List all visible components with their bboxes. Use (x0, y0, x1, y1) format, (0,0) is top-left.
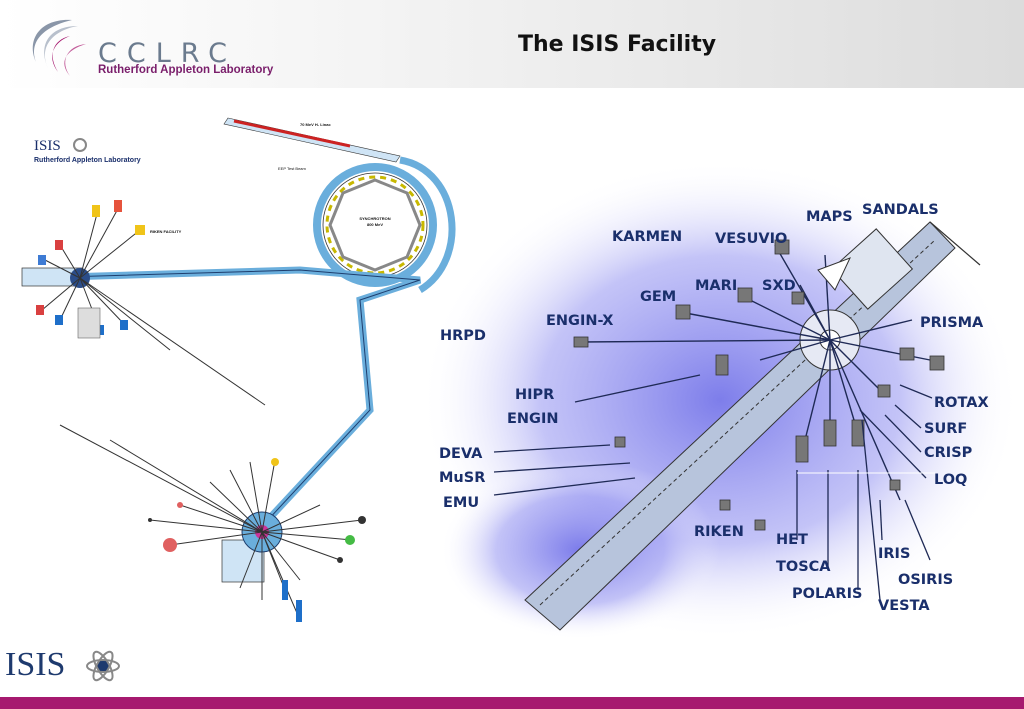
cclrc-logo-text: CCLRC (98, 38, 238, 69)
ts1-instrument-blocks (573, 239, 945, 531)
linac: 70 MeV H- Linac (223, 117, 401, 163)
ts1-instruments (36, 200, 145, 339)
label-sxd: SXD (762, 278, 796, 294)
label-gem: GEM (640, 289, 676, 305)
target-hall-block (830, 228, 914, 310)
synchrotron: SYNCHROTRON 800 MeV (313, 156, 456, 293)
label-tosca: TOSCA (776, 559, 831, 575)
label-deva: DEVA (439, 446, 483, 462)
label-surf: SURF (924, 421, 967, 437)
isis-atom-icon (86, 650, 120, 682)
label-engin: ENGIN (507, 411, 558, 427)
riken-facility-label: RIKEN FACILITY (150, 229, 182, 234)
label-engin-x: ENGIN-X (546, 313, 614, 329)
test-beam-label: EEP Test Beam (278, 166, 307, 171)
isis-footer-logo: ISIS (5, 646, 135, 686)
maps-fan (817, 257, 851, 291)
label-maps: MAPS (806, 209, 853, 225)
cclrc-swoosh-icon (32, 19, 86, 76)
sandals-boundary (929, 221, 981, 266)
label-osiris: OSIRIS (898, 572, 953, 588)
isis-mini-logo-icon (73, 138, 87, 152)
accent-bar (0, 697, 1024, 709)
linac-label: 70 MeV H- Linac (300, 122, 331, 127)
label-karmen: KARMEN (612, 229, 682, 245)
ts2-instruments (148, 458, 366, 622)
isis-footer-text: ISIS (5, 646, 66, 683)
label-rotax: ROTAX (934, 395, 989, 411)
label-hrpd: HRPD (440, 328, 486, 344)
proton-beam-outline (29, 269, 421, 551)
label-prisma: PRISMA (920, 315, 984, 331)
label-mari: MARI (695, 278, 737, 294)
label-musr: MuSR (439, 470, 485, 486)
site-map-brand-sub: Rutherford Appleton Laboratory (34, 157, 141, 164)
label-iris: IRIS (878, 546, 910, 562)
label-polaris: POLARIS (792, 586, 862, 602)
slide-header: CCLRC Rutherford Appleton Laboratory The… (0, 0, 1024, 88)
label-riken: RIKEN (694, 524, 744, 540)
label-emu: EMU (443, 495, 479, 511)
page-title: The ISIS Facility (518, 32, 717, 57)
synchrotron-label-1: SYNCHROTRON (359, 216, 390, 221)
label-hipr: HIPR (515, 387, 554, 403)
label-vesuvio: VESUVIO (715, 231, 787, 247)
label-crisp: CRISP (924, 445, 973, 461)
cclrc-logo-subtext: Rutherford Appleton Laboratory (98, 64, 274, 76)
label-loq: LOQ (934, 472, 967, 488)
label-sandals: SANDALS (862, 202, 939, 218)
label-het: HET (776, 532, 808, 548)
label-vesta: VESTA (878, 598, 930, 614)
site-map-brand: ISIS (34, 138, 61, 154)
ts2-instrument-spokes (59, 424, 363, 621)
label-pointers (493, 374, 935, 601)
synchrotron-label-2: 800 MeV (367, 222, 383, 227)
